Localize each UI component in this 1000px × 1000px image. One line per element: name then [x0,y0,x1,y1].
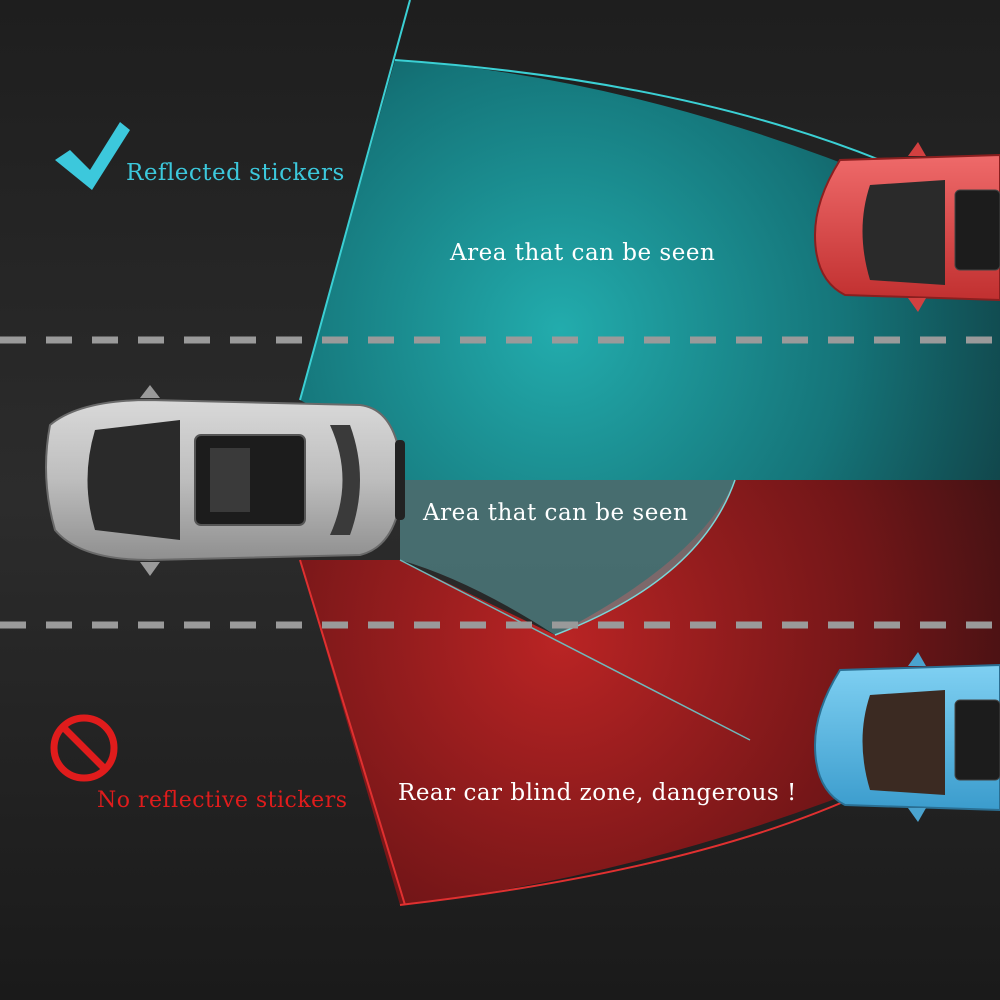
own-car [45,385,405,576]
visible-zone-upper [300,60,1000,480]
visible-zone-lower [400,480,735,635]
reflected-stickers-label: Reflected stickers [126,160,345,186]
blind-zone-label: Rear car blind zone, dangerous ! [398,780,797,806]
visible-zone-edge [394,59,881,161]
visible-zone-upper-label: Area that can be seen [450,240,716,266]
blind-zone-edge-left [299,559,406,906]
visible-zone-lower-label: Area that can be seen [423,500,689,526]
check-icon [55,122,130,190]
no-reflective-stickers-label: No reflective stickers [97,788,348,813]
blind-zone-edge-bottom [399,789,871,906]
visible-zone-lower-edge [554,479,736,636]
blind-zone [300,480,1000,905]
prohibited-icon [50,714,118,782]
blue-car [813,652,1000,822]
red-car [813,142,1000,312]
sight-line-lower [399,559,751,741]
sight-line-upper [299,0,411,401]
